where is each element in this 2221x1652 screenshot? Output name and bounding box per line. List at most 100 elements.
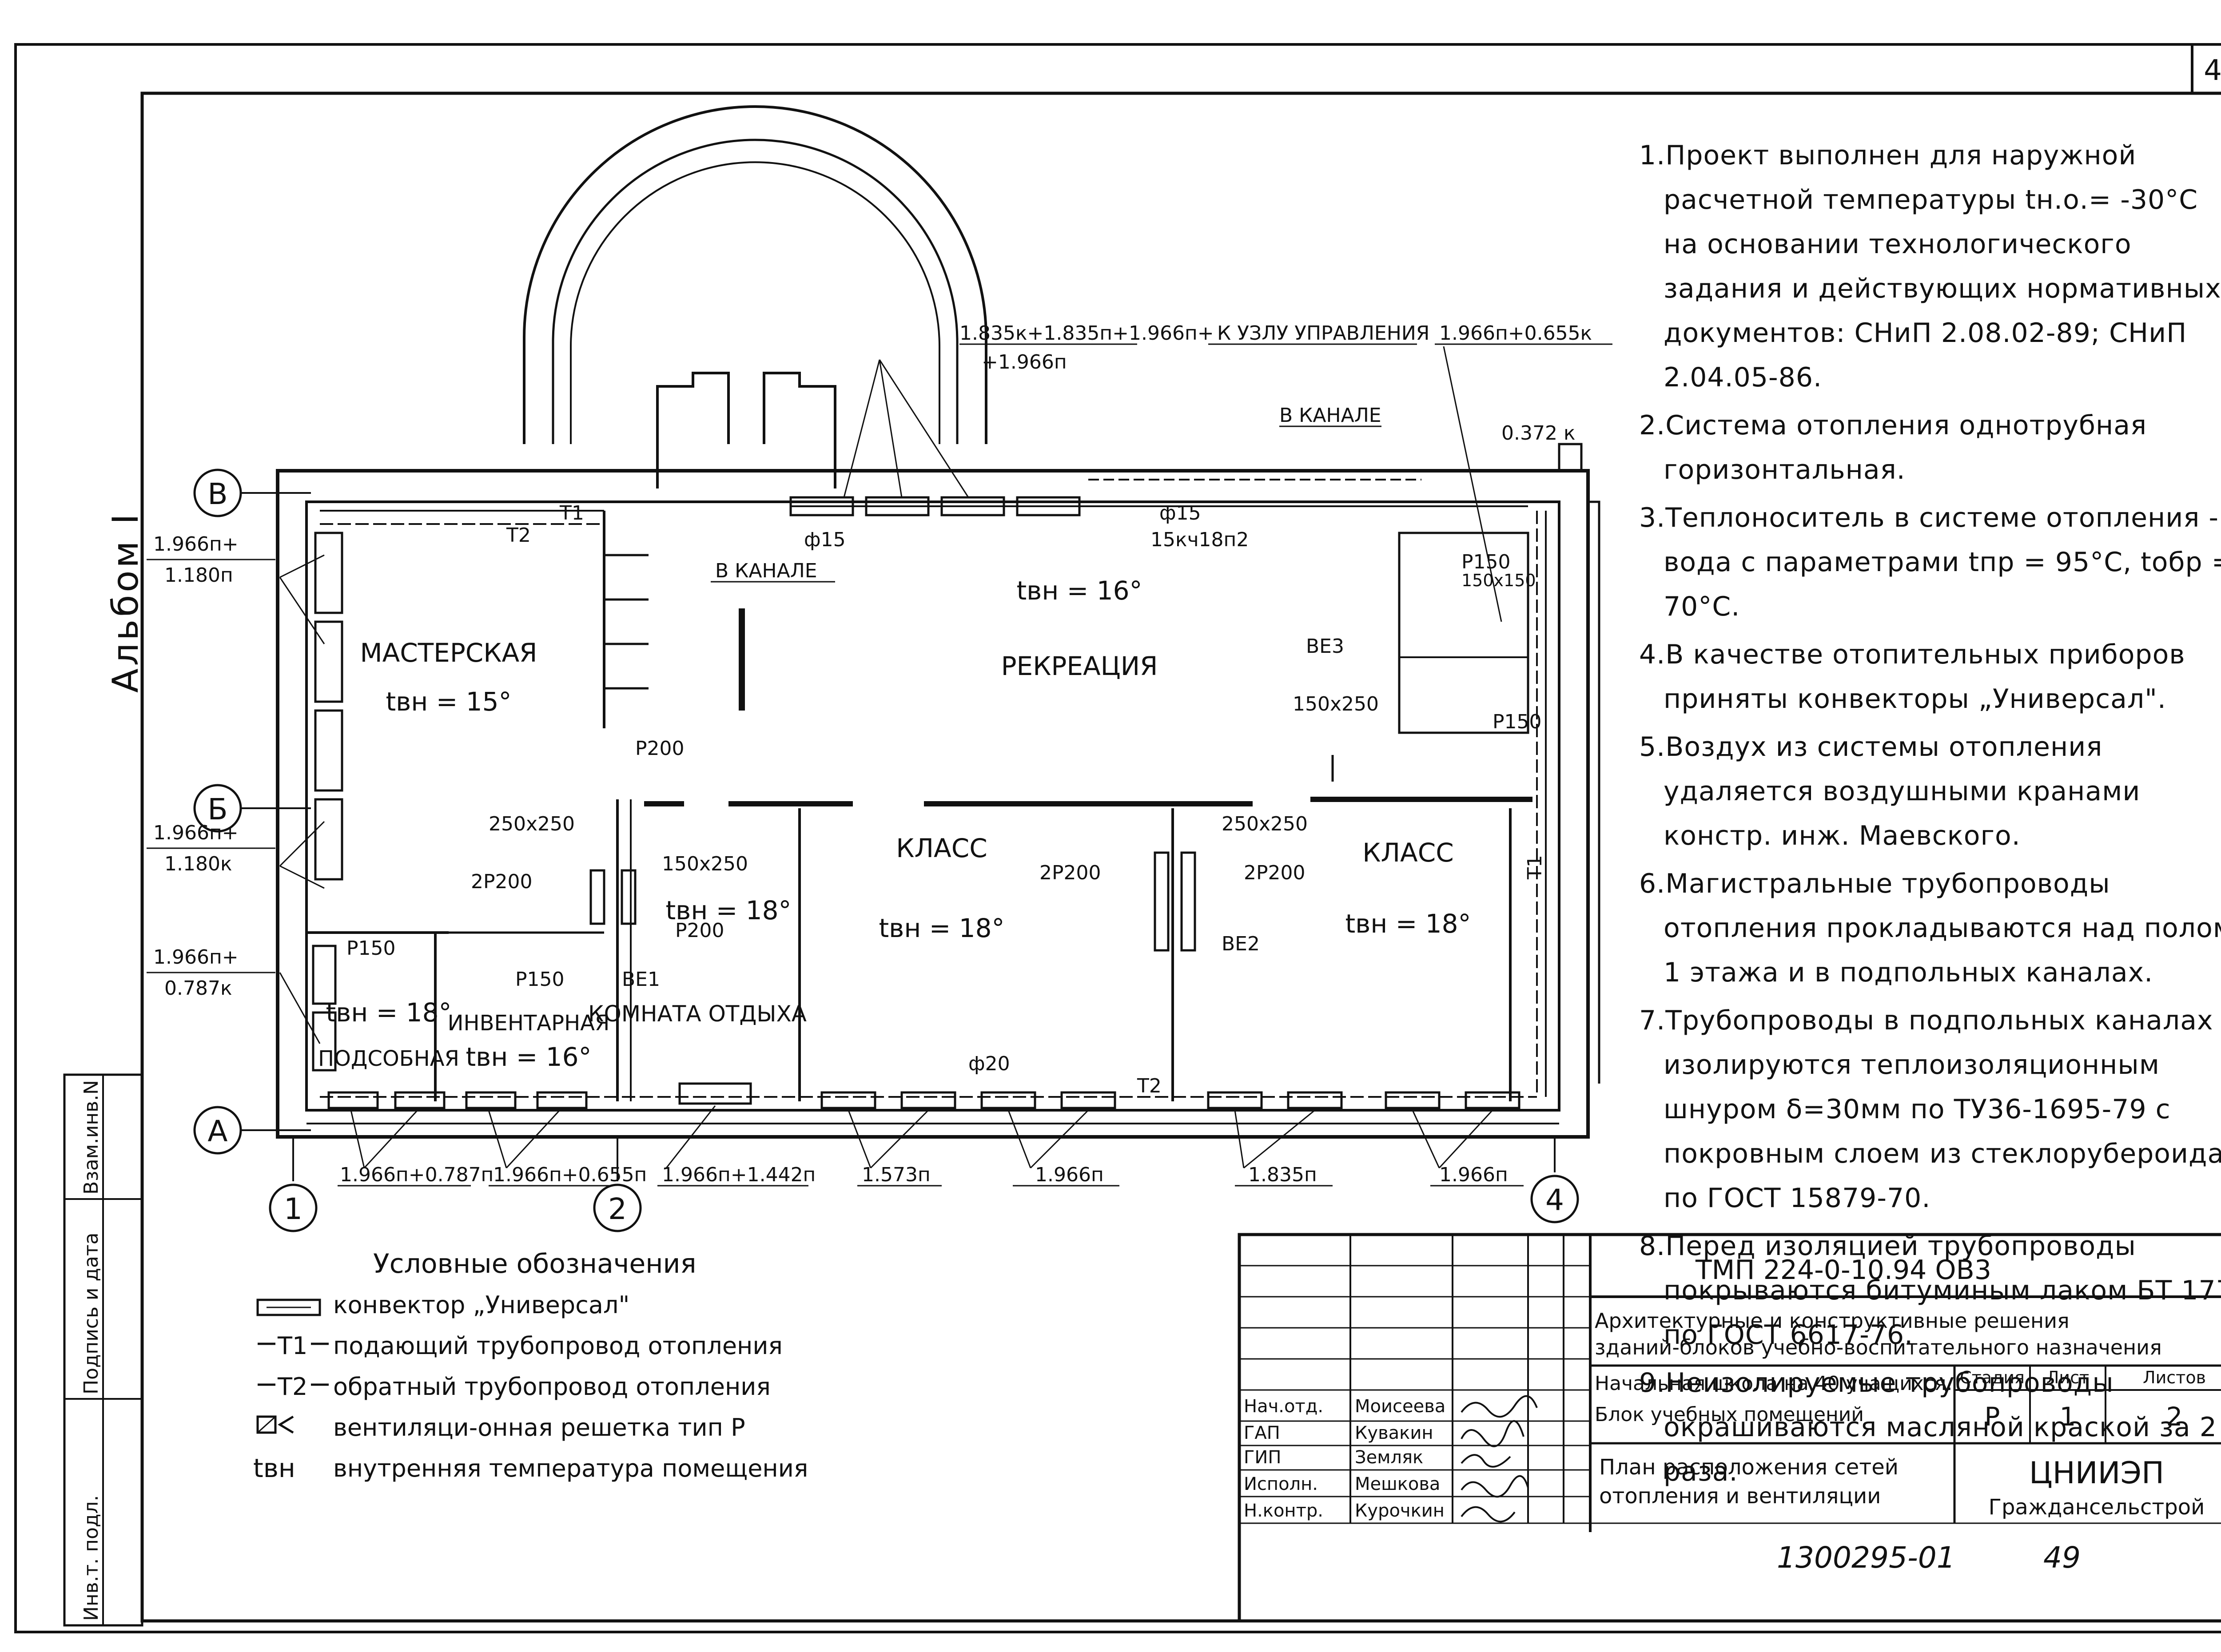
room-temp: tвн = 18° (879, 913, 1004, 943)
person: Моисеева (1355, 1396, 1445, 1417)
inner-frame (140, 91, 2221, 1623)
plan-label: 1.966п (1439, 1164, 1508, 1186)
room-name: ИНВЕНТАРНАЯ (448, 1011, 610, 1036)
room-name: КЛАСС (1362, 838, 1453, 868)
note-5: 5.Воздух из системы отопления удаляется … (1639, 731, 2141, 851)
plan-label: 1.180к (164, 853, 232, 875)
axis-label-b: Б (207, 792, 227, 826)
plan-label: 1.966п+0.787п (340, 1164, 494, 1186)
plan-label: +1.966п (982, 351, 1067, 373)
plan-label: 1.835к+1.835п+1.966п+ (959, 322, 1214, 345)
axis-marker-b (193, 784, 242, 833)
floor-plan (147, 105, 1612, 1187)
note-7: 7.Трубопроводы в подпольных каналах изол… (1639, 1005, 2221, 1214)
plan-label: 1.966п+0.655к (1439, 322, 1592, 345)
axis-marker-v (193, 469, 242, 517)
plan-label: 1.966п+1.442п (662, 1164, 816, 1186)
archive-page: 49 (2043, 1541, 2081, 1575)
archive-number: 1300295-01 (1777, 1541, 1955, 1575)
role: Н.контр. (1244, 1501, 1323, 1521)
axis-label-a: А (207, 1114, 227, 1148)
room-name: КОМНАТА ОТДЫХА (588, 1001, 807, 1027)
axis-marker-2 (593, 1183, 642, 1232)
title-block (1238, 1233, 2221, 1623)
role: ГИП (1244, 1447, 1281, 1468)
sheet-value: 1 (2060, 1402, 2076, 1432)
axis-marker-a (193, 1106, 242, 1155)
project-line-1: Архитектурные и конструктивные решения (1595, 1309, 2070, 1333)
legend-symbols (256, 1299, 329, 1434)
note-8: 8.Перед изоляцией трубопроводы покрывают… (1639, 1231, 2221, 1350)
plan-label: 2Р200 (1039, 862, 1101, 884)
plan-label: 150х250 (1293, 693, 1379, 715)
album-label: Альбом I (105, 511, 146, 693)
room-temp: tвн = 18° (665, 895, 791, 925)
role: Исполн. (1244, 1474, 1318, 1494)
plan-label: 2Р200 (1244, 862, 1306, 884)
organization-1: ЦНИИЭП (2029, 1456, 2164, 1491)
sheets-value: 2 (2166, 1402, 2183, 1432)
role: Нач.отд. (1244, 1396, 1323, 1417)
plan-label: ф15 (1159, 502, 1201, 524)
person: Курочкин (1355, 1501, 1445, 1521)
room-name: МАСТЕРСКАЯ (360, 638, 537, 668)
drawing-title-1: План расположения сетей (1599, 1455, 1899, 1480)
drawing-code: ТМП 224-0-10.94 ОВ3 (1695, 1255, 1991, 1286)
legend-text: подающий трубопровод отопления (333, 1331, 783, 1360)
sheet-number-box (2191, 43, 2221, 95)
room-temp: tвн = 18° (326, 997, 451, 1028)
signature (1461, 1454, 1511, 1468)
plan-label: В КАНАЛЕ (1279, 404, 1381, 427)
stage-header: Стадия (1960, 1368, 2025, 1387)
title-block-text: ТМП 224-0-10.94 ОВ3 Архитектурные и конс… (1244, 1255, 2206, 1523)
object-line-1: Начальная школа на 40 учащихся. (1595, 1372, 1953, 1395)
signature (1461, 1420, 1524, 1447)
note-9: 9.Неизолируемые трубопроводы окрашиваютс… (1639, 1367, 2217, 1487)
plan-label: 2Р200 (471, 870, 533, 893)
room-temp: tвн = 16° (466, 1042, 591, 1072)
role: ГАП (1244, 1423, 1280, 1443)
axis-marker-1 (269, 1183, 318, 1232)
sheet-header: Лист (2046, 1368, 2089, 1387)
side-stamp-inv: Инв.т. подл. (80, 1495, 103, 1621)
note-3: 3.Теплоноситель в системе отопления - во… (1639, 502, 2221, 622)
plan-label: 1.180п (164, 564, 233, 587)
plan-label: Т1 (1524, 855, 1546, 880)
plan-label: Р200 (675, 919, 724, 942)
plan-label: 1.966п+0.655п (493, 1164, 647, 1186)
axis-marker-4 (1530, 1175, 1579, 1223)
plan-label: Т2 (1137, 1075, 1162, 1097)
plan-label: 250х250 (489, 813, 575, 835)
plan-label: 150х150 (1461, 571, 1536, 590)
legend-item: вентиляци-онная решетка тип Р (249, 1407, 808, 1448)
axis-label-1: 1 (284, 1192, 303, 1226)
side-stamp-sign: Подпись и дата (80, 1233, 103, 1394)
plan-label: Т2 (506, 524, 531, 547)
legend-title: Условные обозначения (373, 1248, 697, 1279)
plan-label: 15кч18п2 (1150, 528, 1249, 551)
legend-symbol: T1 (278, 1331, 308, 1360)
project-line-2: зданий-блоков учебно-воспитательного наз… (1595, 1335, 2162, 1359)
plan-label: 1.966п+ (153, 822, 239, 844)
legend: Условные обозначения конвектор „Универса… (249, 1243, 808, 1489)
legend-text: внутренняя температура помещения (333, 1454, 808, 1482)
axis-label-v: В (207, 477, 227, 511)
legend-text: конвектор „Универсал" (333, 1291, 630, 1319)
legend-item: T1 подающий трубопровод отопления (249, 1325, 808, 1366)
room-temp: tвн = 15° (386, 687, 511, 717)
plan-label: В КАНАЛЕ (715, 560, 817, 582)
room-name: ПОДСОБНАЯ (318, 1046, 459, 1071)
note-1: 1.Проект выполнен для наружной расчетной… (1639, 140, 2221, 393)
plan-label: 1.573п (862, 1164, 931, 1186)
plan-label: 1.966п (1035, 1164, 1104, 1186)
room-temp: tвн = 16° (1016, 576, 1142, 606)
note-2: 2.Система отопления однотрубная горизонт… (1639, 410, 2147, 485)
plan-label: Т1 (559, 502, 584, 524)
stage-value: Р (1985, 1402, 2000, 1432)
axis-label-2: 2 (608, 1192, 627, 1226)
legend-symbol: T2 (278, 1372, 308, 1401)
plan-annotations: 1.835к+1.835п+1.966п+ +1.966п К УЗЛУ УПР… (153, 322, 1592, 1186)
